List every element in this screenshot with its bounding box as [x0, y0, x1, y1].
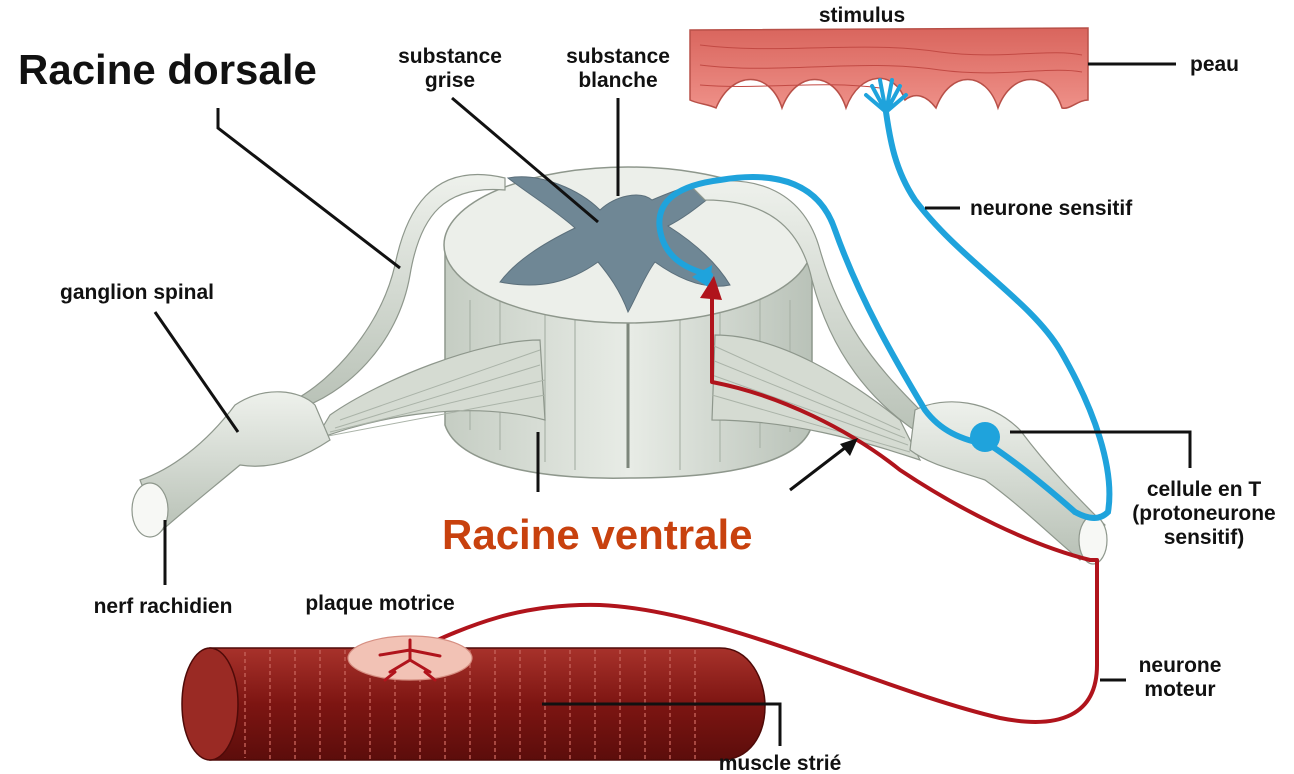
label-substance-blanche-line2: blanche	[578, 69, 657, 92]
label-stimulus: stimulus	[819, 4, 905, 27]
t-cell-body	[970, 422, 1000, 452]
label-neurone-sensitif: neurone sensitif	[970, 197, 1133, 220]
label-substance-grise-line1: substance	[398, 45, 502, 68]
label-racine-ventrale: Racine ventrale	[442, 511, 753, 558]
label-ganglion-spinal: ganglion spinal	[60, 281, 214, 304]
label-cellule-en-t-line1: cellule en T	[1147, 478, 1262, 501]
label-racine-dorsale: Racine dorsale	[18, 46, 317, 93]
label-neurone-moteur-line1: neurone	[1139, 654, 1222, 677]
label-muscle-strie: muscle strié	[719, 752, 842, 774]
label-neurone-moteur-line2: moteur	[1144, 678, 1215, 701]
label-nerf-rachidien: nerf rachidien	[94, 595, 233, 618]
label-substance-grise-line2: grise	[425, 69, 475, 92]
striated-muscle	[182, 636, 765, 760]
label-peau: peau	[1190, 53, 1239, 76]
label-cellule-en-t-line2: (protoneurone	[1132, 502, 1275, 525]
label-cellule-en-t-line3: sensitif)	[1164, 526, 1245, 549]
spinal-cord	[444, 167, 812, 478]
label-substance-blanche-line1: substance	[566, 45, 670, 68]
label-plaque-motrice: plaque motrice	[305, 592, 454, 615]
